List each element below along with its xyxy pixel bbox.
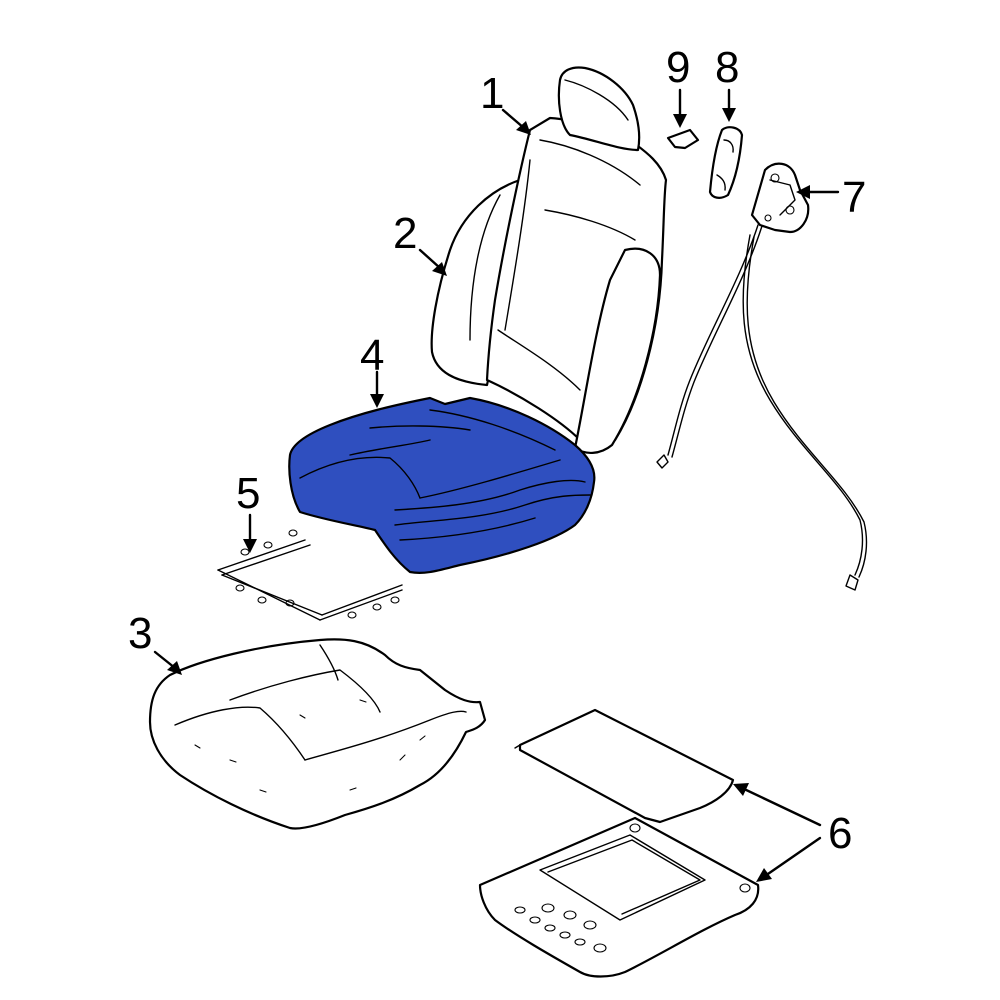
handle-cap[interactable]	[666, 128, 700, 150]
callout-6: 6	[828, 809, 852, 858]
callout-2: 2	[393, 209, 417, 258]
callout-8: 8	[715, 43, 739, 92]
seat-back-side-bolster[interactable]	[430, 178, 522, 387]
recliner-handle[interactable]	[708, 126, 744, 199]
callout-3: 3	[128, 609, 152, 658]
seat-cushion-cover-body[interactable]	[288, 396, 596, 574]
seat-back-right-bolster[interactable]	[573, 247, 662, 454]
seat-cushion-pad[interactable]	[148, 638, 487, 830]
seat-back-cover[interactable]	[430, 66, 668, 454]
seat-pan-frame[interactable]	[478, 816, 760, 978]
recliner-mechanism[interactable]	[656, 162, 868, 591]
seat-pan-assembly[interactable]	[478, 708, 760, 978]
leader-arrows	[153, 88, 840, 882]
callout-labels: 1 2 3 4 5 6 7 8 9	[128, 43, 866, 858]
seat-pan-cover-plate[interactable]	[518, 708, 735, 824]
callout-9: 9	[666, 43, 690, 92]
callout-7: 7	[842, 173, 866, 222]
seat-cushion-cover-highlighted[interactable]	[288, 396, 596, 574]
callout-4: 4	[360, 331, 384, 380]
callout-1: 1	[480, 69, 504, 118]
callout-5: 5	[236, 469, 260, 518]
headrest[interactable]	[557, 66, 641, 152]
seat-cushion-wire-frame[interactable]	[217, 529, 403, 621]
